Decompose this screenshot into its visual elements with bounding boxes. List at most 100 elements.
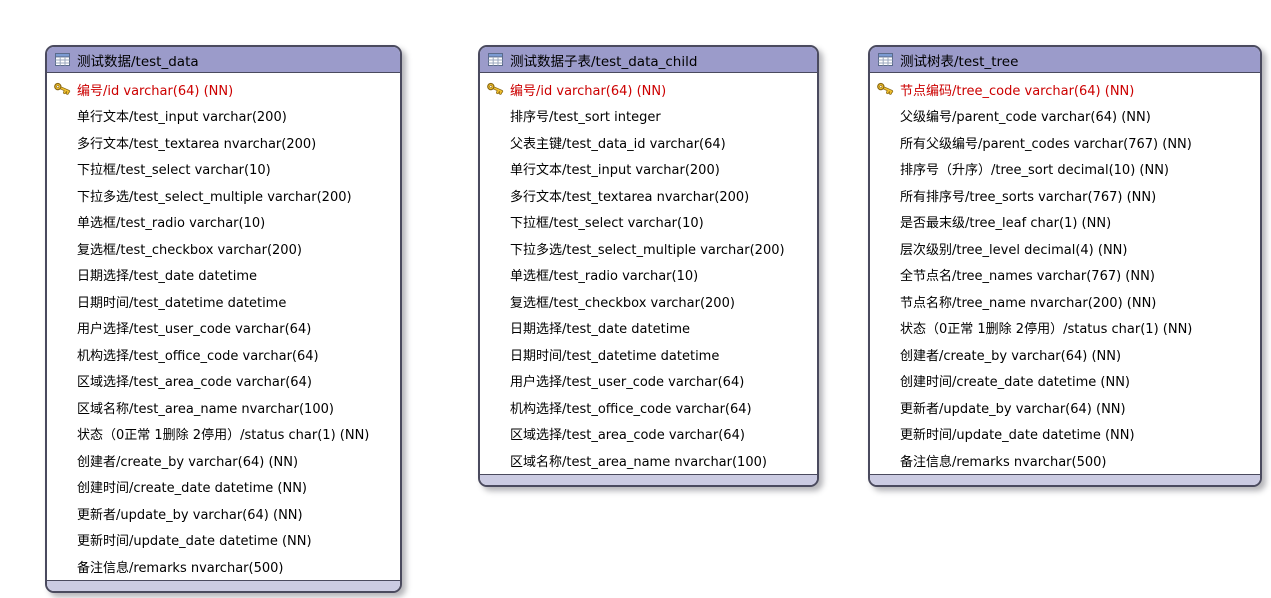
- field-row: 复选框/test_checkbox varchar(200): [480, 288, 817, 315]
- field-row: 单选框/test_radio varchar(10): [480, 262, 817, 289]
- field-row: 下拉多选/test_select_multiple varchar(200): [480, 235, 817, 262]
- field-row: 父级编号/parent_code varchar(64) (NN): [870, 103, 1260, 130]
- field-row: 单行文本/test_input varchar(200): [480, 156, 817, 183]
- field-row: 单行文本/test_input varchar(200): [47, 103, 400, 130]
- field-row: 创建者/create_by varchar(64) (NN): [870, 341, 1260, 368]
- field-row: 日期时间/test_datetime datetime: [480, 341, 817, 368]
- field-row: 排序号（升序）/tree_sort decimal(10) (NN): [870, 156, 1260, 183]
- field-row: 层次级别/tree_level decimal(4) (NN): [870, 235, 1260, 262]
- field-row: 更新时间/update_date datetime (NN): [870, 421, 1260, 448]
- field-label: 单行文本/test_input varchar(200): [510, 163, 720, 179]
- field-label: 编号/id varchar(64) (NN): [510, 83, 667, 99]
- field-row: 单选框/test_radio varchar(10): [47, 209, 400, 236]
- key-icon: [480, 81, 510, 97]
- field-row: 下拉框/test_select varchar(10): [480, 209, 817, 236]
- field-row: 日期时间/test_datetime datetime: [47, 288, 400, 315]
- field-row: 节点名称/tree_name nvarchar(200) (NN): [870, 288, 1260, 315]
- field-label: 多行文本/test_textarea nvarchar(200): [77, 136, 317, 152]
- field-label: 日期选择/test_date datetime: [510, 322, 690, 338]
- field-row: 用户选择/test_user_code varchar(64): [480, 368, 817, 395]
- field-label: 机构选择/test_office_code varchar(64): [510, 401, 752, 417]
- field-label: 节点名称/tree_name nvarchar(200) (NN): [900, 295, 1157, 311]
- table-field-list: 编号/id varchar(64) (NN) 单行文本/test_input va…: [47, 73, 400, 580]
- field-label: 更新时间/update_date datetime (NN): [900, 428, 1135, 444]
- field-label: 机构选择/test_office_code varchar(64): [77, 348, 319, 364]
- field-label: 状态（0正常 1删除 2停用）/status char(1) (NN): [900, 322, 1193, 338]
- field-row: 是否最末级/tree_leaf char(1) (NN): [870, 209, 1260, 236]
- field-label: 更新者/update_by varchar(64) (NN): [77, 507, 303, 523]
- field-label: 区域选择/test_area_code varchar(64): [77, 375, 312, 391]
- field-label: 日期选择/test_date datetime: [77, 269, 257, 285]
- field-row-primary-key: 编号/id varchar(64) (NN): [480, 76, 817, 103]
- field-row: 区域名称/test_area_name nvarchar(100): [47, 394, 400, 421]
- field-row: 机构选择/test_office_code varchar(64): [47, 341, 400, 368]
- field-label: 全节点名/tree_names varchar(767) (NN): [900, 269, 1155, 285]
- field-label: 区域选择/test_area_code varchar(64): [510, 428, 745, 444]
- table-header[interactable]: 测试数据/test_data: [47, 47, 400, 73]
- table-field-list: 节点编码/tree_code varchar(64) (NN) 父级编号/pare…: [870, 73, 1260, 474]
- table-footer: [47, 579, 400, 591]
- table-title: 测试数据子表/test_data_child: [510, 53, 698, 70]
- field-label: 备注信息/remarks nvarchar(500): [77, 560, 284, 576]
- field-row: 下拉多选/test_select_multiple varchar(200): [47, 182, 400, 209]
- field-row: 区域选择/test_area_code varchar(64): [480, 421, 817, 448]
- field-label: 更新时间/update_date datetime (NN): [77, 534, 312, 550]
- field-label: 状态（0正常 1删除 2停用）/status char(1) (NN): [77, 428, 370, 444]
- field-row: 机构选择/test_office_code varchar(64): [480, 394, 817, 421]
- table-card-test-data[interactable]: 测试数据/test_data 编号/id varchar(64) (NN) 单行文…: [45, 45, 402, 593]
- field-label: 创建时间/create_date datetime (NN): [900, 375, 1131, 391]
- field-label: 下拉框/test_select varchar(10): [77, 163, 271, 179]
- field-label: 下拉多选/test_select_multiple varchar(200): [510, 242, 785, 258]
- field-row-primary-key: 编号/id varchar(64) (NN): [47, 76, 400, 103]
- field-row: 日期选择/test_date datetime: [47, 262, 400, 289]
- table-title: 测试数据/test_data: [77, 53, 199, 70]
- field-row: 区域选择/test_area_code varchar(64): [47, 368, 400, 395]
- field-label: 所有父级编号/parent_codes varchar(767) (NN): [900, 136, 1192, 152]
- field-row: 备注信息/remarks nvarchar(500): [870, 447, 1260, 474]
- field-row: 创建时间/create_date datetime (NN): [870, 368, 1260, 395]
- field-label: 复选框/test_checkbox varchar(200): [77, 242, 302, 258]
- field-row: 用户选择/test_user_code varchar(64): [47, 315, 400, 342]
- field-row: 全节点名/tree_names varchar(767) (NN): [870, 262, 1260, 289]
- field-label: 日期时间/test_datetime datetime: [510, 348, 720, 364]
- field-label: 创建者/create_by varchar(64) (NN): [77, 454, 299, 470]
- field-row: 备注信息/remarks nvarchar(500): [47, 553, 400, 580]
- field-label: 用户选择/test_user_code varchar(64): [77, 322, 312, 338]
- field-row: 所有排序号/tree_sorts varchar(767) (NN): [870, 182, 1260, 209]
- table-title: 测试树表/test_tree: [900, 53, 1019, 70]
- table-field-list: 编号/id varchar(64) (NN) 排序号/test_sort inte…: [480, 73, 817, 474]
- field-label: 父级编号/parent_code varchar(64) (NN): [900, 110, 1151, 126]
- field-label: 单选框/test_radio varchar(10): [77, 216, 266, 232]
- field-row: 所有父级编号/parent_codes varchar(767) (NN): [870, 129, 1260, 156]
- field-label: 创建时间/create_date datetime (NN): [77, 481, 308, 497]
- field-label: 复选框/test_checkbox varchar(200): [510, 295, 735, 311]
- table-header[interactable]: 测试数据子表/test_data_child: [480, 47, 817, 73]
- table-header[interactable]: 测试树表/test_tree: [870, 47, 1260, 73]
- field-label: 所有排序号/tree_sorts varchar(767) (NN): [900, 189, 1157, 205]
- field-label: 区域名称/test_area_name nvarchar(100): [77, 401, 334, 417]
- table-card-test-data-child[interactable]: 测试数据子表/test_data_child 编号/id varchar(64)…: [478, 45, 819, 487]
- field-label: 多行文本/test_textarea nvarchar(200): [510, 189, 750, 205]
- table-footer: [870, 473, 1260, 485]
- field-label: 是否最末级/tree_leaf char(1) (NN): [900, 216, 1112, 232]
- field-label: 创建者/create_by varchar(64) (NN): [900, 348, 1122, 364]
- field-row: 更新者/update_by varchar(64) (NN): [870, 394, 1260, 421]
- field-label: 编号/id varchar(64) (NN): [77, 83, 234, 99]
- field-label: 日期时间/test_datetime datetime: [77, 295, 287, 311]
- table-card-test-tree[interactable]: 测试树表/test_tree 节点编码/tree_code varchar(64…: [868, 45, 1262, 487]
- field-label: 单行文本/test_input varchar(200): [77, 110, 287, 126]
- field-row-primary-key: 节点编码/tree_code varchar(64) (NN): [870, 76, 1260, 103]
- field-label: 用户选择/test_user_code varchar(64): [510, 375, 745, 391]
- field-label: 父表主键/test_data_id varchar(64): [510, 136, 726, 152]
- field-row: 父表主键/test_data_id varchar(64): [480, 129, 817, 156]
- key-icon: [870, 81, 900, 97]
- field-label: 排序号（升序）/tree_sort decimal(10) (NN): [900, 163, 1169, 179]
- field-row: 排序号/test_sort integer: [480, 103, 817, 130]
- field-row: 复选框/test_checkbox varchar(200): [47, 235, 400, 262]
- field-row: 状态（0正常 1删除 2停用）/status char(1) (NN): [47, 421, 400, 448]
- field-label: 排序号/test_sort integer: [510, 110, 661, 126]
- field-row: 多行文本/test_textarea nvarchar(200): [480, 182, 817, 209]
- field-label: 区域名称/test_area_name nvarchar(100): [510, 454, 767, 470]
- field-row: 下拉框/test_select varchar(10): [47, 156, 400, 183]
